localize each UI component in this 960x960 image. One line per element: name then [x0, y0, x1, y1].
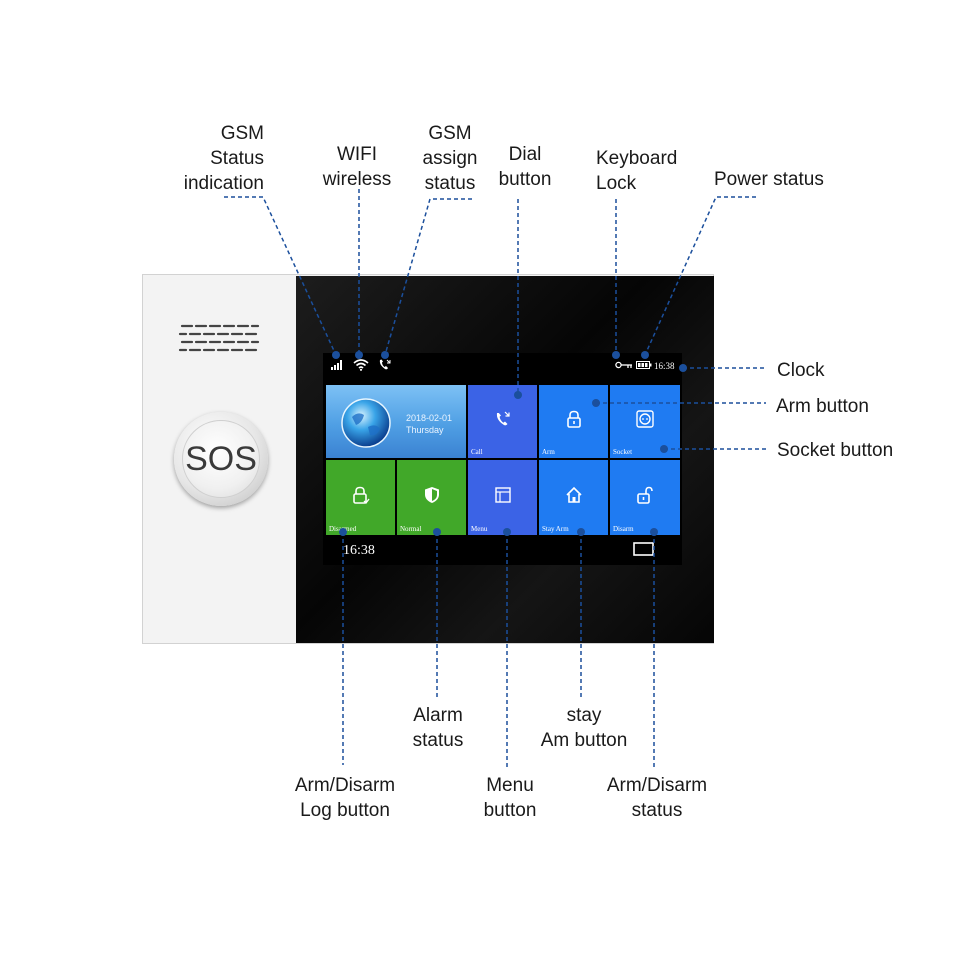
callout-socket-button: Socket button: [777, 440, 894, 461]
callout-stay-arm-button: stay Am button: [540, 705, 628, 751]
date-text: 2018-02-01: [406, 413, 453, 423]
sos-button[interactable]: SOS: [174, 412, 268, 506]
clock-dot: [679, 364, 687, 372]
log-dot: [339, 528, 347, 536]
sos-label: SOS: [182, 420, 260, 498]
socket-dot: [660, 445, 668, 453]
wifi-dot: [355, 351, 363, 359]
menu-tile[interactable]: Menu: [468, 460, 537, 535]
call-tile[interactable]: Call: [468, 385, 537, 458]
callout-arm-disarm-status: Arm/Disarm status: [606, 775, 708, 821]
touch-screen: 16:38 2018-02-01 Thursday Call Arm: [323, 353, 682, 565]
disarm-label: Disarm: [613, 525, 634, 533]
gsm-signal-icon: [331, 360, 342, 370]
socket-tile[interactable]: Socket: [610, 385, 680, 458]
power-status-dot: [641, 351, 649, 359]
callout-power-status: Power status: [714, 169, 824, 190]
gsm-status-dot: [332, 351, 340, 359]
lock-icon: [566, 410, 581, 428]
callout-menu-button: Menu button: [483, 775, 537, 821]
callout-gsm-status: GSM Status indication: [183, 123, 264, 194]
alarm-status-dot: [433, 528, 441, 536]
bottom-clock: 16:38: [343, 543, 375, 558]
weekday-text: Thursday: [406, 425, 444, 435]
disarm-tile[interactable]: Disarm: [610, 460, 680, 535]
dial-dot: [514, 391, 522, 399]
callout-keyboard-lock: Keyboard Lock: [596, 148, 678, 194]
unlock-icon: [637, 486, 653, 504]
wifi-icon: [353, 359, 369, 371]
arm-label: Arm: [542, 448, 555, 456]
callout-gsm-assign: GSM assign status: [422, 123, 478, 194]
socket-label: Socket: [613, 448, 633, 456]
callout-clock: Clock: [777, 360, 825, 381]
speaker-grille: [178, 324, 260, 352]
normal-label: Normal: [400, 525, 422, 533]
callout-wifi: WIFI wireless: [322, 144, 392, 190]
callout-arm-button: Arm button: [776, 396, 869, 417]
menu-dot: [503, 528, 511, 536]
alarm-status-tile[interactable]: Normal: [397, 460, 466, 535]
arm-disarm-status-dot: [650, 528, 658, 536]
gsm-phone-icon: [379, 359, 391, 370]
shield-icon: [424, 486, 439, 503]
stay-arm-tile[interactable]: Stay Arm: [539, 460, 608, 535]
gsm-assign-dot: [381, 351, 389, 359]
keyboard-lock-dot: [612, 351, 620, 359]
date-widget: 2018-02-01 Thursday: [326, 385, 466, 458]
menu-icon: [494, 486, 511, 503]
home-icon: [565, 486, 582, 503]
status-clock: 16:38: [654, 361, 675, 371]
stay-arm-dot: [577, 528, 585, 536]
battery-icon: [636, 361, 652, 369]
callout-log-button: Arm/Disarm Log button: [294, 775, 396, 821]
call-label: Call: [471, 448, 483, 456]
callout-alarm-status: Alarm status: [412, 705, 464, 751]
arm-tile[interactable]: Arm: [539, 385, 608, 458]
key-lock-icon: [615, 361, 632, 369]
stay-arm-label: Stay Arm: [542, 525, 569, 533]
call-icon: [496, 411, 510, 425]
log-lock-icon: [352, 486, 370, 504]
callout-dial: Dial button: [498, 144, 552, 190]
socket-icon: [636, 409, 654, 428]
menu-label: Menu: [471, 525, 488, 533]
globe-icon: [341, 398, 391, 448]
arm-dot: [592, 399, 600, 407]
screen-toggle-icon[interactable]: [633, 541, 657, 557]
